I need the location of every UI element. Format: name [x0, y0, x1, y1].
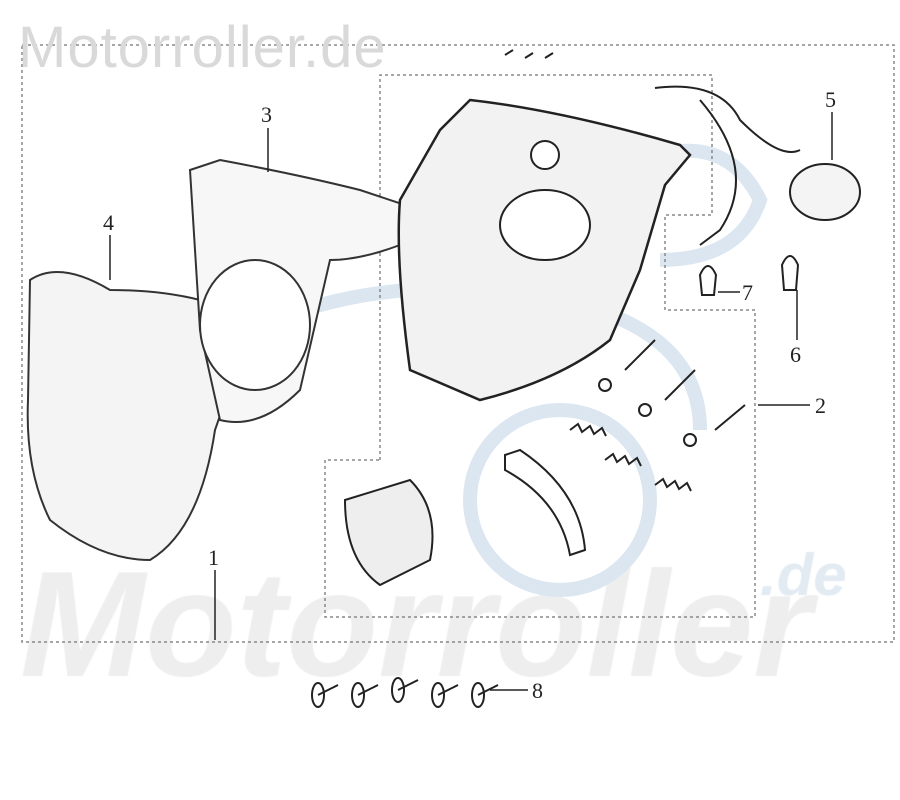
- leader-lines: [109, 112, 833, 691]
- part-6-bulb: [780, 255, 800, 291]
- callout-2: 2: [815, 393, 826, 418]
- screws-and-springs: [504, 49, 746, 492]
- part-7-bulb: [698, 265, 718, 296]
- part-3-bezel-opening: [199, 259, 311, 391]
- adjuster-bracket: [504, 448, 587, 557]
- callout-5: 5: [825, 87, 836, 112]
- part-5-socket: [789, 163, 861, 221]
- housing-hole: [499, 189, 591, 261]
- headlight-reflector: [343, 478, 434, 587]
- callout-6: 6: [790, 342, 801, 367]
- assembly-boundary: [21, 44, 895, 643]
- housing-hole-small: [530, 140, 560, 170]
- callout-7: 7: [742, 280, 753, 305]
- callout-3: 3: [261, 102, 272, 127]
- callout-4: 4: [103, 210, 114, 235]
- callout-8: 8: [532, 678, 543, 703]
- part-4-lens: [26, 271, 252, 562]
- part-8-screws: [311, 677, 499, 708]
- part-5-wiring: [654, 85, 801, 246]
- callout-1: 1: [208, 545, 219, 570]
- watermark-top: Motorroller.de: [18, 15, 387, 80]
